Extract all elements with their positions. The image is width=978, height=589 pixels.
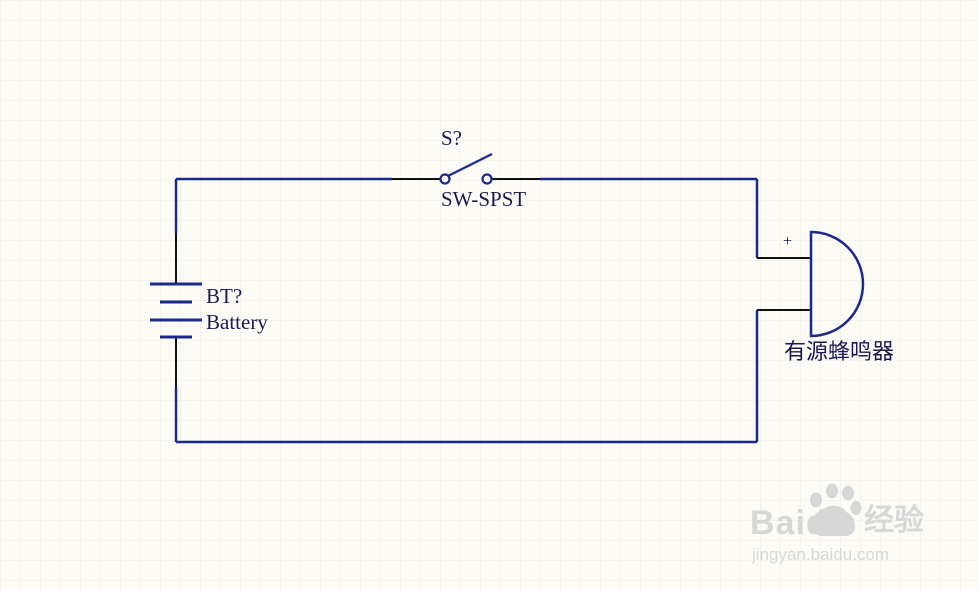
battery-value: Battery xyxy=(206,310,268,334)
buzzer-symbol xyxy=(757,230,865,338)
battery-symbol xyxy=(150,233,202,387)
switch-contact-left xyxy=(439,173,451,185)
watermark-brand: Baidu xyxy=(750,504,850,542)
battery-designator: BT? xyxy=(206,284,243,308)
buzzer-plus-label: + xyxy=(783,233,793,250)
switch-designator: S? xyxy=(441,126,462,150)
buzzer-name: 有源蜂鸣器 xyxy=(784,340,895,365)
wires xyxy=(174,177,759,444)
watermark-brand-cn: 经验 xyxy=(864,504,924,537)
switch-symbol xyxy=(392,153,540,185)
paw-logo-icon xyxy=(810,483,862,536)
switch-lever xyxy=(447,153,493,177)
switch-contact-right xyxy=(481,173,493,185)
watermark-url: jingyan.baidu.com xyxy=(752,545,890,564)
switch-value: SW-SPST xyxy=(441,187,527,211)
buzzer-body xyxy=(809,230,865,338)
